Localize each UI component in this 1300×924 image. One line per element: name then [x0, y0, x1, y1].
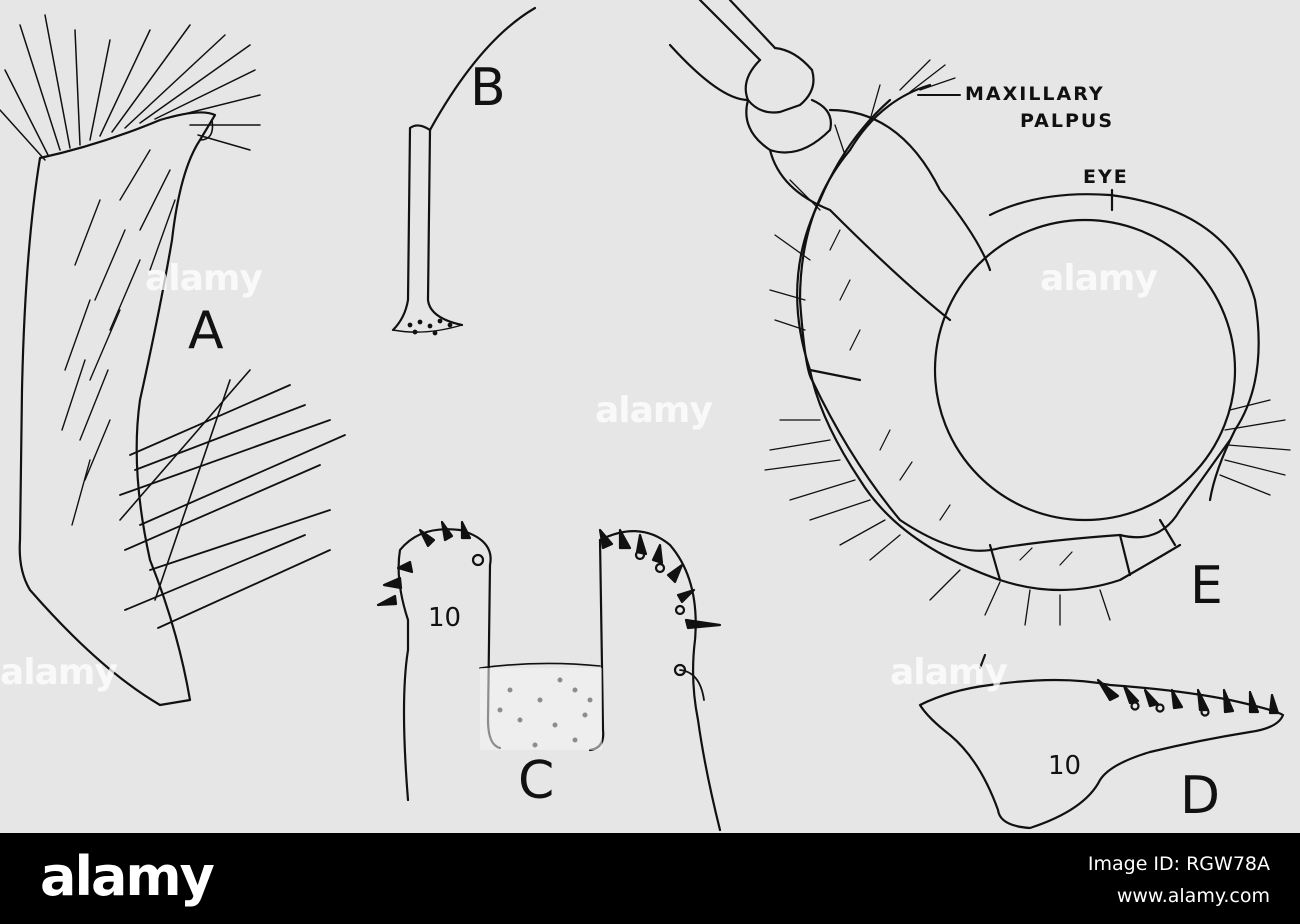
watermark-text: alamy — [145, 258, 263, 299]
callout-maxillary: MAXILLARY — [965, 83, 1105, 105]
panel-label-a: A — [188, 301, 224, 361]
panel-label-d: D — [1180, 766, 1221, 826]
line-drawing — [0, 0, 1291, 832]
watermark-text: alamy — [0, 652, 118, 693]
watermark-text: alamy — [1040, 258, 1158, 299]
figure-b-drawing — [391, 6, 537, 336]
segment-number-d: 10 — [1048, 751, 1082, 781]
figure-a-drawing — [0, 14, 346, 707]
brand-logo: alamy — [40, 845, 215, 908]
watermark-text: alamy — [890, 652, 1008, 693]
footer-bar: alamy Image ID: RGW78A www.alamy.com — [0, 833, 1300, 924]
site-url-text: www.alamy.com — [1116, 885, 1270, 907]
panel-label-b: B — [470, 58, 506, 118]
image-id-text: Image ID: RGW78A — [1087, 853, 1270, 875]
callout-eye: EYE — [1083, 166, 1129, 188]
segment-number-c: 10 — [428, 603, 462, 633]
figure-e-drawing — [668, 0, 1291, 626]
panel-label-e: E — [1190, 556, 1223, 616]
callout-palpus: PALPUS — [1020, 110, 1115, 132]
figure-panel: alamy alamy alamy alamy alamy B A C D E … — [0, 0, 1300, 833]
watermark-text: alamy — [595, 390, 713, 431]
figure-d-drawing — [918, 653, 1285, 830]
panel-label-c: C — [518, 751, 555, 811]
